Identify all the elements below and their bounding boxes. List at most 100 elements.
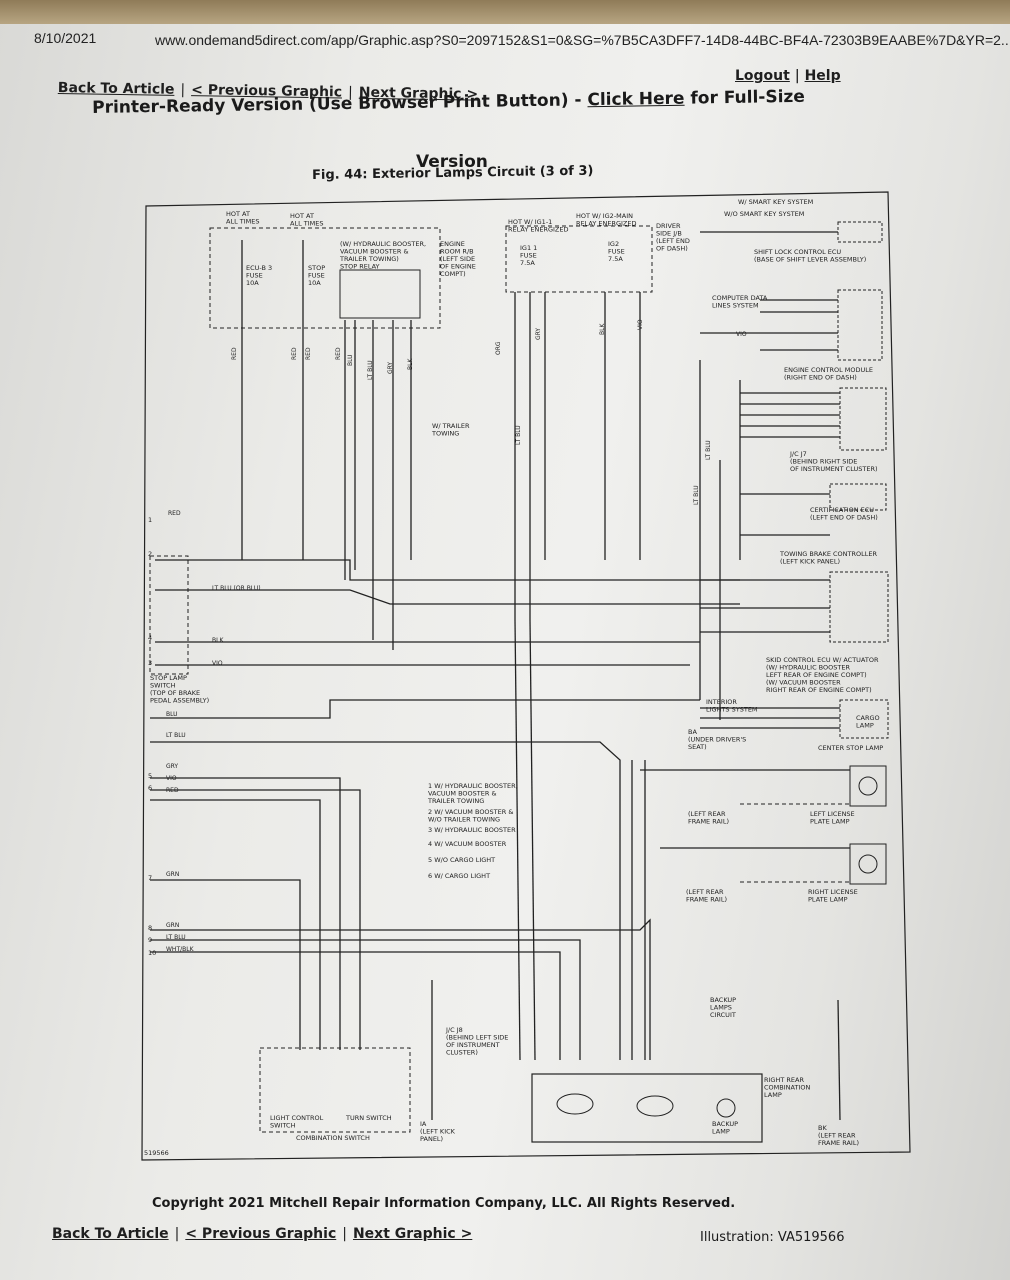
diagram-label: 1 W/ HYDRAULIC BOOSTER,VACUUM BOOSTER &T… — [427, 782, 518, 805]
right-license-box — [849, 843, 887, 885]
wire-color-label: RED — [231, 347, 238, 360]
wire-color-label: VIO — [166, 775, 177, 782]
stop-bulb-icon — [636, 1095, 674, 1117]
account-links: Logout|Help — [735, 68, 841, 84]
diagram-label: TOWING BRAKE CONTROLLER(LEFT KICK PANEL) — [779, 550, 877, 566]
connector-pin-number: 8 — [148, 924, 152, 932]
diagram-frame — [141, 191, 911, 1161]
diagram-label: SKID CONTROL ECU W/ ACTUATOR(W/ HYDRAULI… — [766, 656, 879, 694]
diagram-label: 6 W/ CARGO LIGHT — [428, 872, 490, 880]
wire-color-label: VIO — [736, 331, 747, 338]
back-to-article-link-bottom[interactable]: Back To Article — [52, 1226, 169, 1242]
diagram-label: TURN SWITCH — [345, 1114, 392, 1122]
connector-pin-number: 9 — [148, 936, 152, 944]
help-link[interactable]: Help — [804, 68, 841, 84]
left-license-bulb-icon — [858, 776, 878, 796]
wire-color-label: BLU — [347, 354, 354, 366]
connector-pin-number: 7 — [148, 874, 152, 882]
wire-color-label: LT BLU — [705, 440, 712, 460]
diagram-label: COMBINATION SWITCH — [296, 1134, 370, 1142]
nav-separator: | — [342, 1226, 347, 1242]
wire-color-label: LT BLU — [166, 732, 186, 739]
diagram-label: 5 W/O CARGO LIGHT — [428, 856, 495, 864]
illustration-id: Illustration: VA519566 — [700, 1230, 845, 1245]
right-license-bulb-icon — [858, 854, 878, 874]
center-wires — [150, 360, 841, 1121]
wire-color-label: BLK — [212, 637, 224, 644]
diagram-label: W/O SMART KEY SYSTEM — [724, 210, 804, 218]
shift-lock-box — [837, 289, 883, 361]
cert-ecu-box — [829, 483, 887, 511]
connector-pin-number: 6 — [148, 784, 152, 792]
connector-pin-number: 4 — [148, 634, 152, 642]
wire-color-label: RED — [291, 347, 298, 360]
combination-switch-box — [259, 1047, 411, 1133]
stp-box — [837, 221, 883, 243]
previous-graphic-link-bottom[interactable]: < Previous Graphic — [185, 1226, 337, 1242]
rear-combo-box — [531, 1073, 763, 1143]
table-background — [0, 0, 1010, 24]
wire-color-label: ORG — [495, 341, 502, 355]
wire-color-label: BLK — [599, 323, 606, 335]
wire-color-label: RED — [305, 347, 312, 360]
diagram-label: (W/ HYDRAULIC BOOSTER,VACUUM BOOSTER &TR… — [339, 240, 426, 271]
right-wires — [640, 231, 850, 849]
account-separator: | — [794, 68, 800, 84]
wire-color-label: GRN — [166, 922, 179, 929]
copyright-notice: Copyright 2021 Mitchell Repair Informati… — [152, 1196, 736, 1211]
connector-pin-number: 5 — [148, 772, 152, 780]
stop-relay-box — [339, 269, 421, 319]
wire-color-label: RED — [168, 510, 181, 517]
wire-color-label: GRY — [387, 362, 394, 374]
wire-color-label: RED — [166, 787, 179, 794]
diagram-label: 2 W/ VACUUM BOOSTER &W/O TRAILER TOWING — [428, 808, 513, 824]
connector-pin-number: 10 — [148, 949, 156, 957]
next-graphic-link-bottom[interactable]: Next Graphic > — [352, 1226, 473, 1242]
cargo-box — [839, 699, 889, 739]
driver-jb-box — [505, 225, 653, 293]
diagram-label: SHIFT LOCK CONTROL ECU(BASE OF SHIFT LEV… — [754, 248, 866, 264]
wire-color-label: VIO — [637, 319, 644, 330]
wire-color-label: WHT/BLK — [166, 946, 195, 953]
backup-bulb-icon — [716, 1098, 736, 1118]
wire-color-label: LT BLU — [693, 485, 700, 505]
wire-color-label: LT BLU — [166, 934, 186, 941]
wire-color-label: RED — [335, 347, 342, 360]
diagram-label: CENTER STOP LAMP — [818, 744, 883, 752]
engine-room-rb-box — [209, 227, 441, 329]
wire-color-label: VIO — [212, 660, 223, 667]
diagram-label: 519566 — [144, 1149, 169, 1157]
ecm-box — [839, 387, 887, 451]
page-title-line2: Version — [416, 152, 488, 172]
wire-color-label: BLK — [407, 358, 414, 370]
diagram-label: CERTIFICATION ECU(LEFT END OF DASH) — [810, 506, 878, 522]
connector-pin-number: 2 — [148, 550, 152, 558]
diagram-label: 4 W/ VACUUM BOOSTER — [428, 840, 507, 848]
logout-link[interactable]: Logout — [735, 68, 790, 84]
